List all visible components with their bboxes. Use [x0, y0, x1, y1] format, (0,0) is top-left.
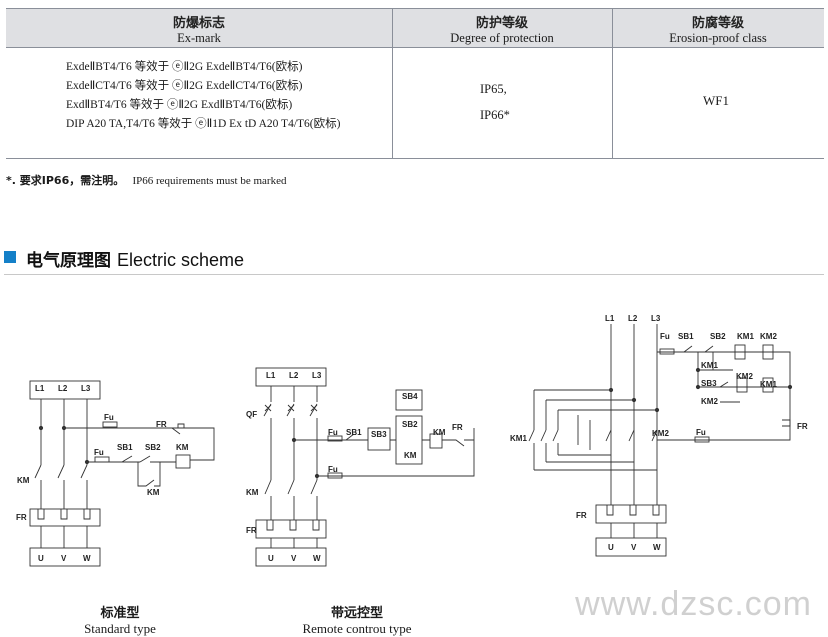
phase-label: L3 [312, 371, 322, 380]
header-erosion-en: Erosion-proof class [669, 31, 767, 45]
output-label: W [83, 554, 91, 563]
footnote: *. 要求IP66，需注明。 IP66 requirements must be… [6, 172, 286, 188]
km-label: KM [404, 451, 417, 460]
km1-aux-label: KM1 [701, 361, 718, 370]
erosion-value: WF1 [703, 93, 729, 108]
ex-mark-line: ExdⅡBT4/T6 等效于 ⓔⅡ2G ExdⅡBT4/T6(欧标) [66, 99, 293, 111]
output-label: U [608, 543, 614, 552]
header-ex-mark-zh: 防爆标志 [172, 16, 225, 31]
fuse-label: Fu [660, 332, 670, 341]
fr-relay-label: FR [576, 511, 587, 520]
phase-label: L2 [289, 371, 299, 380]
km-coil-label: KM [433, 428, 446, 437]
output-label: V [631, 543, 637, 552]
ex-mark-line: ExdeⅡCT4/T6 等效于 ⓔⅡ2G ExdeⅡCT4/T6(欧标) [66, 80, 303, 92]
phase-label: L3 [651, 314, 661, 323]
km1-main-label: KM1 [510, 434, 527, 443]
header-ex-mark-en: Ex-mark [177, 31, 221, 45]
km2-main-label: KM2 [652, 429, 669, 438]
header-ex-mark: 防爆标志 Ex-mark [6, 9, 392, 47]
output-label: V [291, 554, 297, 563]
output-label: U [268, 554, 274, 563]
km1-coil-label: KM1 [760, 380, 777, 389]
protection-value: IP65, [480, 82, 507, 96]
sb3-label: SB3 [371, 430, 387, 439]
ex-mark-line: DIP A20 TA,T4/T6 等效于 ⓔⅡ1D Ex tD A20 T4/T… [66, 118, 341, 130]
km-main-label: KM [246, 488, 259, 497]
section-marker-icon [4, 251, 16, 263]
fuse-label: Fu [328, 428, 338, 437]
phase-label: L1 [605, 314, 615, 323]
section-heading: 电气原理图 Electric scheme [4, 246, 824, 275]
footnote-zh: *. 要求IP66，需注明。 [6, 174, 125, 187]
sb2-label: SB2 [145, 443, 161, 452]
spec-table: 防爆标志 Ex-mark 防护等级 Degree of protection 防… [6, 8, 824, 159]
sb2-label: SB2 [402, 420, 418, 429]
fuse-label: Fu [104, 413, 114, 422]
header-protection-en: Degree of protection [450, 31, 554, 45]
sb1-label: SB1 [678, 332, 694, 341]
caption-remote: 带远控型 Remote controu type [282, 602, 432, 637]
section-title-zh: 电气原理图 [26, 251, 111, 271]
ex-mark-cell: ExdeⅡBT4/T6 等效于 ⓔⅡ2G ExdeⅡBT4/T6(欧标) Exd… [66, 58, 340, 134]
phase-label: L1 [266, 371, 276, 380]
phase-label: L3 [81, 384, 91, 393]
output-label: W [313, 554, 321, 563]
output-label: W [653, 543, 661, 552]
table-body-row [6, 46, 824, 159]
km-main-label: KM [17, 476, 30, 485]
protection-value: IP66* [480, 108, 510, 122]
column-divider [612, 8, 613, 158]
qf-label: QF [246, 410, 258, 419]
caption-remote-en: Remote controu type [302, 621, 412, 636]
km2-label: KM2 [760, 332, 777, 341]
phase-label: L1 [35, 384, 45, 393]
header-protection: 防护等级 Degree of protection [392, 9, 612, 47]
fr-label: FR [156, 420, 167, 429]
sb1-label: SB1 [346, 428, 362, 437]
section-title-en: Electric scheme [117, 250, 245, 270]
column-divider [392, 8, 393, 158]
km2-aux-label: KM2 [701, 397, 718, 406]
phase-label: L2 [58, 384, 68, 393]
output-label: U [38, 554, 44, 563]
phase-label: L2 [628, 314, 638, 323]
ex-mark-line: ExdeⅡBT4/T6 等效于 ⓔⅡ2G ExdeⅡBT4/T6(欧标) [66, 61, 303, 73]
sb3-label: SB3 [701, 379, 717, 388]
km2-coil-label: KM2 [736, 372, 753, 381]
fuse-label: Fu [696, 428, 706, 437]
caption-remote-zh: 带远控型 [330, 606, 383, 621]
header-protection-zh: 防护等级 [475, 16, 528, 31]
watermark: www.dzsc.com [575, 585, 812, 623]
sb1-label: SB1 [117, 443, 133, 452]
fr-relay-label: FR [16, 513, 27, 522]
section-title: 电气原理图 Electric scheme [26, 246, 244, 271]
output-label: V [61, 554, 67, 563]
sb4-label: SB4 [402, 392, 418, 401]
footnote-en: IP66 requirements must be marked [132, 175, 287, 187]
sb2-label: SB2 [710, 332, 726, 341]
fuse-label: Fu [328, 465, 338, 474]
header-erosion-zh: 防腐等级 [691, 16, 744, 31]
protection-cell: IP65, IP66* [480, 76, 510, 128]
fr-label: FR [797, 422, 808, 431]
table-header-row: 防爆标志 Ex-mark 防护等级 Degree of protection 防… [6, 8, 824, 48]
fr-label: FR [452, 423, 463, 432]
header-erosion: 防腐等级 Erosion-proof class [612, 9, 824, 47]
caption-standard: 标准型 Standard type [60, 602, 180, 637]
fr-relay-label: FR [246, 526, 257, 535]
caption-standard-zh: 标准型 [100, 606, 140, 621]
caption-standard-en: Standard type [84, 621, 156, 636]
fuse-label: Fu [94, 448, 104, 457]
km-aux-label: KM [147, 488, 160, 497]
km-coil-label: KM [176, 443, 189, 452]
km1-label: KM1 [737, 332, 754, 341]
